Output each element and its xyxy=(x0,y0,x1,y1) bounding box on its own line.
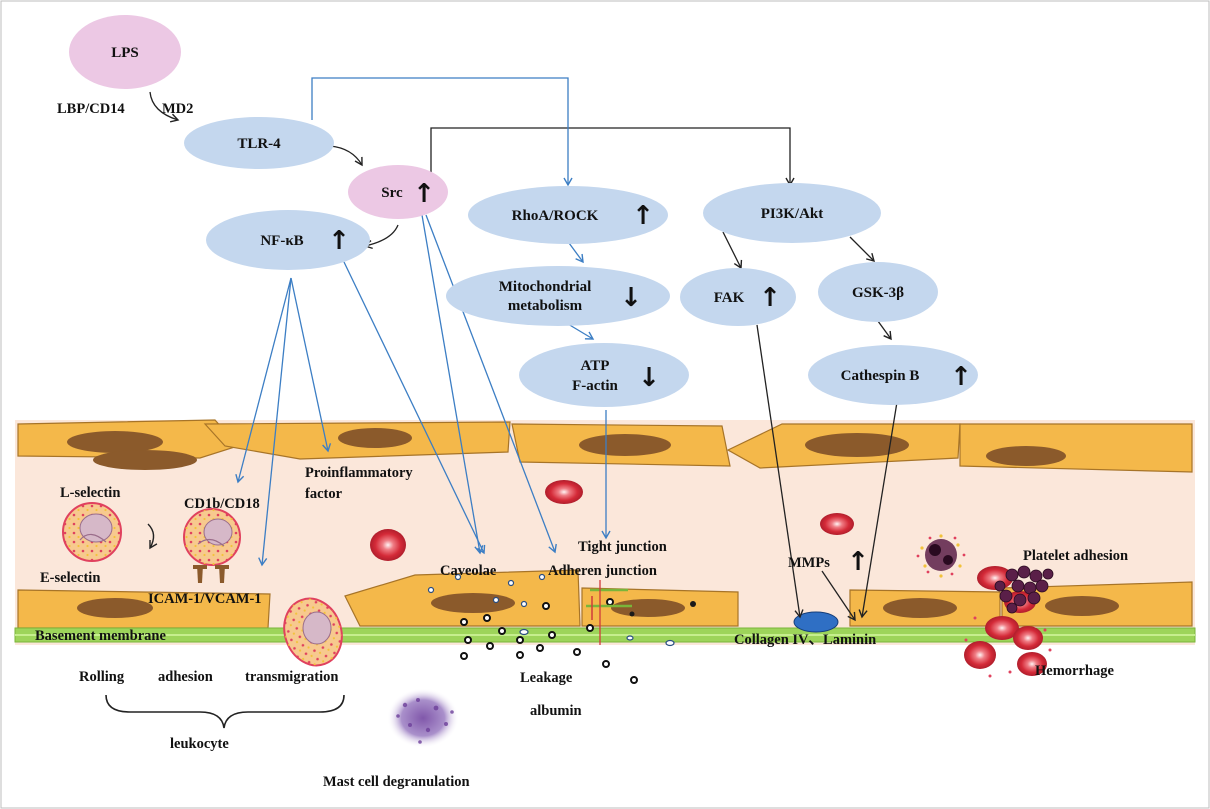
label-leukocyte: leukocyte xyxy=(170,736,229,752)
leukocyte-adhesion xyxy=(183,508,241,566)
label-proinflam-1: Proinflammatory xyxy=(305,465,413,481)
label-mast-cell: Mast cell degranulation xyxy=(323,774,470,790)
node-tlr4: TLR-4 xyxy=(184,117,334,169)
node-atp: ATP F-actin ↓ xyxy=(519,343,689,407)
svg-text:TLR-4: TLR-4 xyxy=(237,136,281,152)
platelet-cluster xyxy=(994,565,1054,614)
leukocyte-rolling xyxy=(62,502,122,562)
src-up-indicator: ↑ xyxy=(413,179,435,209)
label-platelet-adhesion: Platelet adhesion xyxy=(1023,548,1128,564)
label-tight-junction: Tight junction xyxy=(578,539,667,555)
node-nfkb: NF-κB ↑ xyxy=(206,210,370,270)
label-caveolae: Caveolae xyxy=(440,563,497,579)
label-adheren-junction: Adheren junction xyxy=(548,563,657,579)
svg-text:Mitochondrial: Mitochondrial xyxy=(499,279,592,295)
node-rhoa: RhoA/ROCK ↑ xyxy=(468,186,668,244)
label-proinflam-2: factor xyxy=(305,486,343,502)
label-cd1b-cd18: CD1b/CD18 xyxy=(184,496,260,512)
node-lps: LPS xyxy=(69,15,181,89)
node-cathepsin: Cathespin B ↑ xyxy=(808,345,978,405)
bottom-nuclei xyxy=(77,593,1119,618)
blue-pathway-arrows xyxy=(235,77,611,567)
mmps-up-indicator: ↑ xyxy=(847,547,869,577)
albumin-particles xyxy=(427,573,696,684)
label-adhesion: adhesion xyxy=(158,669,213,685)
mast-cell xyxy=(387,688,459,748)
svg-text:metabolism: metabolism xyxy=(508,298,583,314)
rolling-arrow xyxy=(147,523,158,550)
svg-text:F-actin: F-actin xyxy=(572,378,618,394)
black-pathway-arrows xyxy=(149,91,898,622)
node-gsk3b: GSK-3β xyxy=(818,262,938,322)
node-mitochondrial: Mitochondrial metabolism ↓ xyxy=(446,266,670,326)
svg-text:GSK-3β: GSK-3β xyxy=(852,285,904,301)
label-transmigration: transmigration xyxy=(245,669,338,685)
label-e-selectin: E-selectin xyxy=(40,570,100,586)
node-src: Src ↑ xyxy=(348,165,448,219)
node-pi3k: PI3K/Akt xyxy=(703,183,881,243)
junction-markers xyxy=(586,588,632,620)
node-fak: FAK ↑ xyxy=(680,268,796,326)
icam-receptors xyxy=(193,565,229,583)
cathepsin-up-indicator: ↑ xyxy=(950,362,972,392)
svg-text:Cathespin B: Cathespin B xyxy=(841,368,920,384)
label-albumin: albumin xyxy=(530,703,582,719)
svg-text:FAK: FAK xyxy=(714,290,745,306)
svg-text:Src: Src xyxy=(381,185,403,201)
svg-text:RhoA/ROCK: RhoA/ROCK xyxy=(512,208,599,224)
hemorrhage-dots xyxy=(964,616,1052,678)
svg-text:PI3K/Akt: PI3K/Akt xyxy=(761,206,824,222)
leukocyte-transmigration xyxy=(283,597,343,667)
collagen-blob xyxy=(793,611,839,633)
label-icam: ICAM-1/VCAM-1 xyxy=(148,591,262,607)
label-rolling: Rolling xyxy=(79,669,125,685)
label-hemorrhage: Hemorrhage xyxy=(1035,663,1114,679)
fak-up-indicator: ↑ xyxy=(759,283,781,313)
label-l-selectin: L-selectin xyxy=(60,485,120,501)
svg-text:LPS: LPS xyxy=(111,45,139,61)
label-lbp-cd14: LBP/CD14 xyxy=(57,101,125,117)
activated-platelet xyxy=(916,534,966,578)
mito-down-indicator: ↓ xyxy=(620,283,642,313)
svg-text:NF-κB: NF-κB xyxy=(260,233,303,249)
rhoa-up-indicator: ↑ xyxy=(632,201,654,231)
label-mmps: MMPs xyxy=(788,555,830,571)
atp-down-indicator: ↓ xyxy=(638,363,660,393)
leukocyte-bracket xyxy=(105,694,345,729)
nfkb-up-indicator: ↑ xyxy=(328,226,350,256)
label-basement-membrane: Basement membrane xyxy=(35,628,166,644)
top-nuclei xyxy=(67,428,1066,470)
svg-text:ATP: ATP xyxy=(581,358,610,374)
label-leakage: Leakage xyxy=(520,670,573,686)
label-md2: MD2 xyxy=(162,101,193,117)
label-collagen: Collagen IV、Laminin xyxy=(734,632,876,648)
